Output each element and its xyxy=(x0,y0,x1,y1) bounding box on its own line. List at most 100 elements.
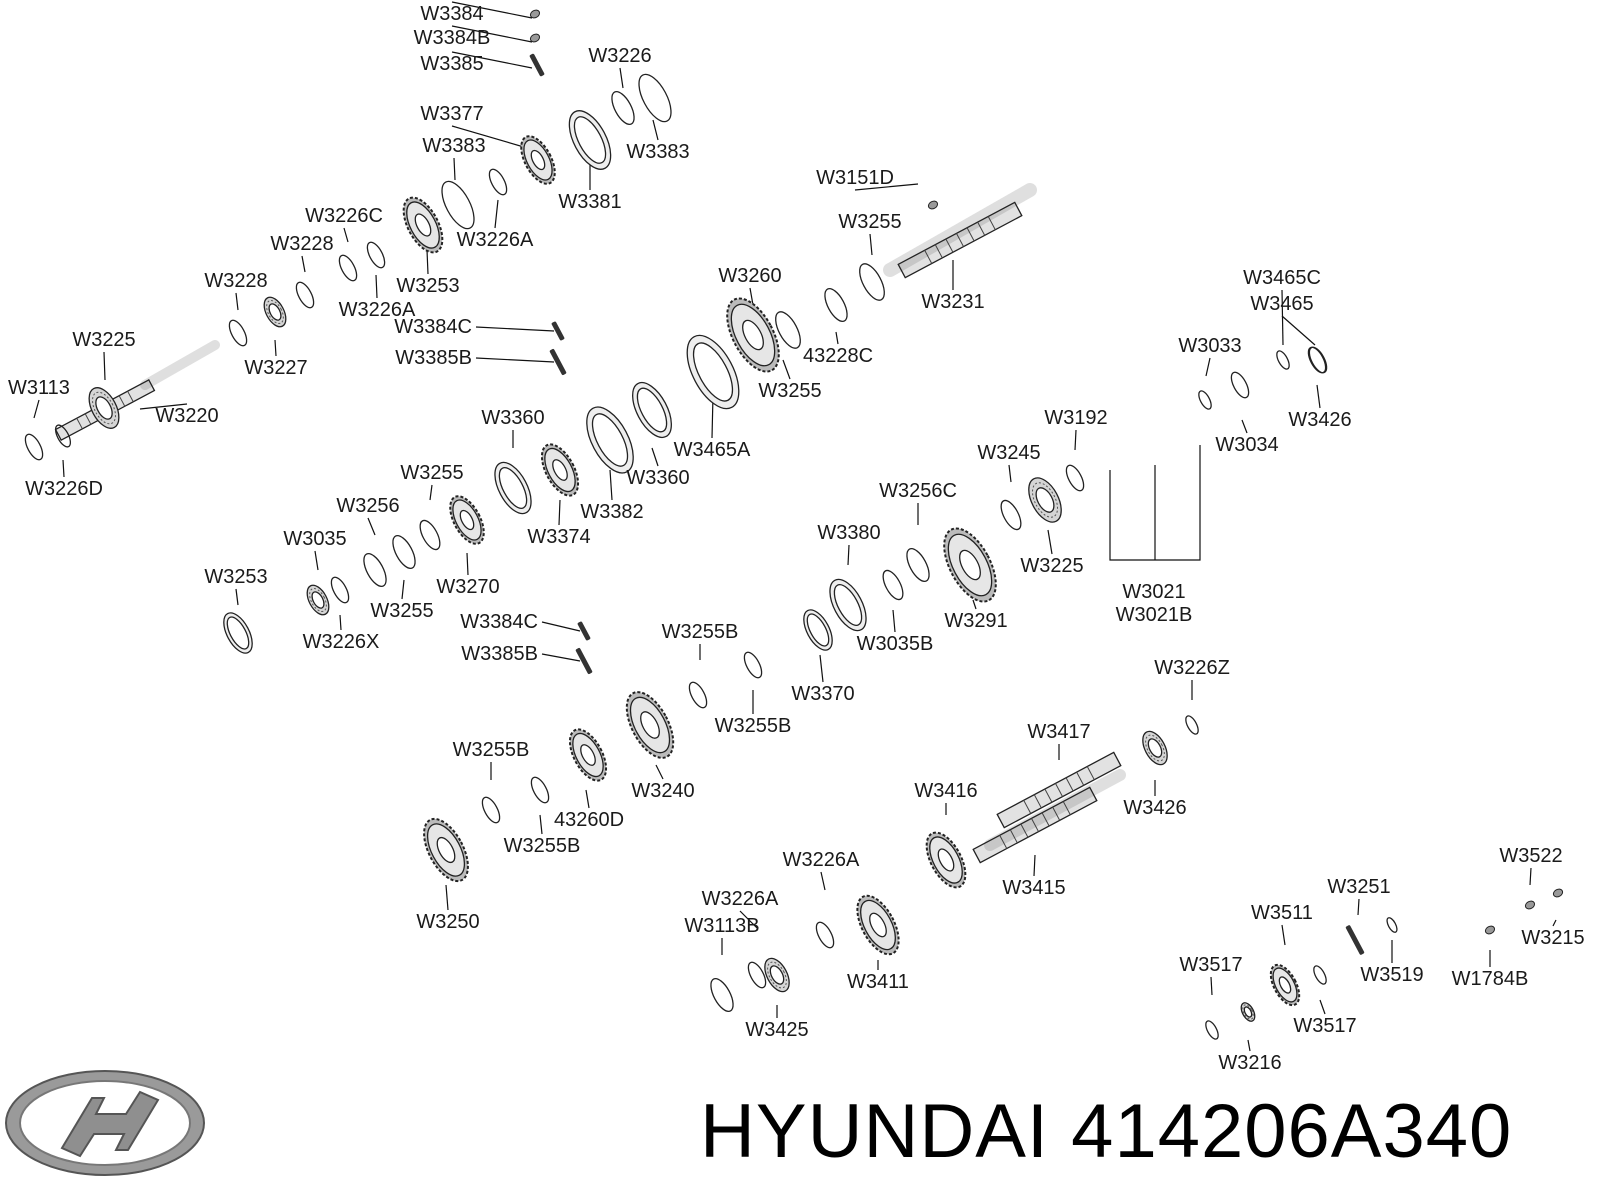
part-shape xyxy=(1524,900,1536,910)
part-label: W3240 xyxy=(631,780,694,802)
w3021-bracket xyxy=(1109,445,1201,561)
leader-line xyxy=(1047,529,1053,555)
part-shape xyxy=(363,553,387,587)
part-shape xyxy=(449,495,485,545)
part-shape xyxy=(632,381,672,439)
part-label: W3255B xyxy=(662,621,739,643)
leader-line xyxy=(972,599,977,610)
part-shape xyxy=(366,241,386,269)
leader-line xyxy=(585,789,590,809)
part-label: W3227 xyxy=(244,357,307,379)
part-shape xyxy=(402,196,444,254)
leader-line xyxy=(541,621,581,632)
hyundai-logo-icon xyxy=(5,1070,205,1176)
leader-line xyxy=(475,357,555,363)
part-shape xyxy=(1185,715,1199,735)
part-shape xyxy=(1345,925,1365,955)
part-shape xyxy=(530,776,550,804)
leader-line xyxy=(274,339,277,357)
part-shape xyxy=(577,621,591,641)
leader-line xyxy=(1210,976,1213,996)
part-shape xyxy=(586,406,634,474)
part-shape xyxy=(488,168,508,196)
part-shape xyxy=(223,612,253,654)
part-label: W3360 xyxy=(481,407,544,429)
part-label: W3260 xyxy=(718,265,781,287)
brand-part-number: HYUNDAI 414206A340 xyxy=(700,1088,1512,1175)
part-label: W3253 xyxy=(396,275,459,297)
part-shape xyxy=(540,443,580,497)
leader-line xyxy=(1529,867,1532,886)
leader-line xyxy=(235,588,239,606)
part-label: W3370 xyxy=(791,683,854,705)
part-label: W3411 xyxy=(847,971,909,993)
part-shape xyxy=(88,387,120,429)
leader-line xyxy=(655,764,664,780)
part-label: W3256 xyxy=(336,495,399,517)
part-shape xyxy=(815,921,835,949)
leader-line xyxy=(1316,384,1321,409)
part-shape xyxy=(1142,730,1168,766)
leader-line xyxy=(1281,289,1284,346)
part-label: W3384C xyxy=(394,316,472,338)
part-shape xyxy=(1000,499,1022,531)
part-shape xyxy=(824,288,848,322)
part-label: W3426 xyxy=(1288,409,1351,431)
part-label: W3522 xyxy=(1499,845,1562,867)
part-shape xyxy=(551,321,565,341)
part-label: W3255B xyxy=(715,715,792,737)
part-label: W3225 xyxy=(1020,555,1083,577)
part-shape xyxy=(856,894,900,956)
leader-line xyxy=(426,249,429,275)
leader-line xyxy=(494,199,499,229)
leader-line xyxy=(1008,464,1012,483)
leader-line xyxy=(539,814,543,835)
part-shape xyxy=(494,461,532,515)
part-shape xyxy=(747,961,767,989)
leader-line xyxy=(401,579,405,600)
leader-line xyxy=(451,1,533,19)
leader-line xyxy=(1205,357,1211,377)
part-label: W3113 xyxy=(8,377,70,399)
leader-line xyxy=(451,25,533,43)
leader-line xyxy=(1033,854,1036,877)
part-label: W3415 xyxy=(1002,877,1065,899)
leader-line xyxy=(375,274,378,299)
part-label: W3251 xyxy=(1327,876,1390,898)
part-label: W3226 xyxy=(588,45,651,67)
leader-line xyxy=(314,550,319,571)
part-label: W3383 xyxy=(422,135,485,157)
part-shape xyxy=(24,433,44,461)
part-label: W3253 xyxy=(204,566,267,588)
leader-line xyxy=(103,351,106,381)
leader-line xyxy=(1552,919,1557,927)
part-label: W3255 xyxy=(838,211,901,233)
part-shape xyxy=(996,751,1122,829)
part-shape xyxy=(1240,1002,1256,1022)
part-label: W3256C xyxy=(879,480,957,502)
leader-line xyxy=(235,292,239,311)
part-label: W3465C xyxy=(1243,267,1321,289)
part-label: W3226X xyxy=(303,631,380,653)
leader-lines xyxy=(33,1,1557,1052)
leader-line xyxy=(1357,898,1360,916)
part-shape xyxy=(392,535,416,569)
leader-line xyxy=(339,614,342,631)
part-shape xyxy=(882,569,904,601)
part-label: W3291 xyxy=(944,610,1007,632)
leader-line xyxy=(301,255,306,273)
part-label: W3517 xyxy=(1179,954,1242,976)
part-shape xyxy=(1276,350,1290,370)
part-label: W3384 xyxy=(420,3,483,25)
part-label: 43260D xyxy=(554,809,624,831)
part-shape xyxy=(972,786,1098,864)
part-label: W3250 xyxy=(416,911,479,933)
part-shape xyxy=(625,691,675,759)
part-label: W3228 xyxy=(270,233,333,255)
part-shape xyxy=(520,135,556,185)
leader-line xyxy=(609,469,613,501)
part-label: W3381 xyxy=(558,191,621,213)
part-label: W3380 xyxy=(817,522,880,544)
part-shape xyxy=(1484,925,1496,935)
